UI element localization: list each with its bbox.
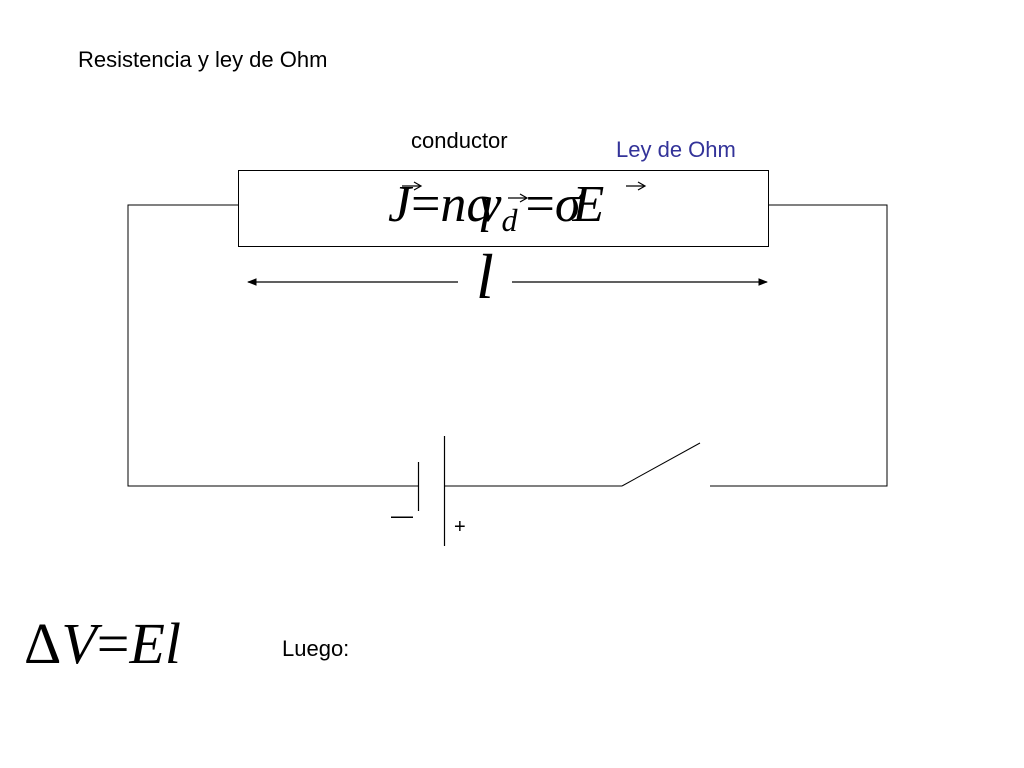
formula-voltage-l-symbol: l: [164, 611, 182, 676]
formula-sigma-symbol: σ: [554, 176, 581, 233]
voltage-formula: ΔV=El: [24, 610, 181, 677]
conductor-box: [238, 170, 769, 247]
formula-e-symbol: E: [572, 176, 605, 233]
formula-v-capital-symbol: V: [61, 611, 97, 676]
formula-q-symbol: q: [466, 176, 493, 233]
battery-plus-label: +: [454, 516, 466, 538]
current-density-formula: J=nqvd=σE: [388, 175, 604, 239]
formula-voltage-e-symbol: E: [129, 611, 165, 676]
page-title: Resistencia y ley de Ohm: [78, 47, 328, 72]
formula-equals-2: =: [525, 176, 555, 233]
wire-right: [710, 204, 888, 487]
ley-de-ohm-label: Ley de Ohm: [616, 137, 736, 162]
wire-left: [127, 204, 418, 487]
vector-arrowhead-e: [637, 181, 647, 191]
formula-equals-1: =: [411, 176, 441, 233]
switch-arm: [621, 442, 701, 487]
formula-n-symbol: n: [440, 176, 467, 233]
formula-j-symbol: J: [388, 176, 412, 233]
conductor-label: conductor: [411, 128, 508, 153]
vector-arrowhead-j: [413, 181, 423, 191]
formula-v-symbol: v: [478, 176, 502, 233]
formula-delta-symbol: Δ: [24, 611, 62, 676]
battery-minus-label: —: [391, 503, 413, 528]
formula-d-subscript: d: [501, 202, 518, 238]
luego-label: Luego:: [282, 636, 350, 661]
vector-arrowhead-v: [519, 193, 529, 203]
formula-voltage-equals: =: [96, 611, 130, 676]
length-symbol: l: [476, 241, 494, 312]
